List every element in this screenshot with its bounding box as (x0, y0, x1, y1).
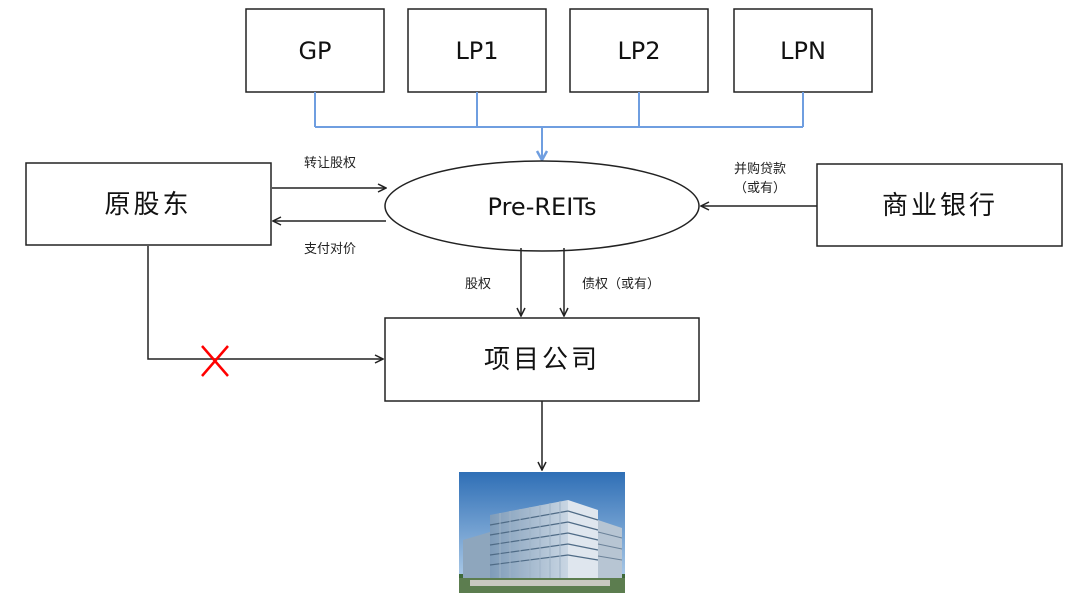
partner-box-lpn: LPN (733, 8, 873, 93)
cross-mark-icon (201, 345, 229, 377)
project-company-box: 项目公司 (384, 317, 700, 402)
pay-consideration-label: 支付对价 (304, 242, 356, 257)
partner-label-lp1: LP1 (455, 37, 498, 65)
partner-box-lp1: LP1 (407, 8, 547, 93)
fund-connector (314, 92, 804, 163)
original-shareholders-label: 原股东 (104, 190, 191, 220)
partner-label-lpn: LPN (780, 37, 826, 65)
severed-shareholder-link-arrow (147, 246, 383, 359)
project-company-label: 项目公司 (484, 345, 600, 375)
pre-reits-node: Pre-REITs (384, 160, 700, 252)
pre-reits-label: Pre-REITs (488, 193, 597, 221)
partner-box-gp: GP (245, 8, 385, 93)
debt-label: 债权（或有） (582, 276, 660, 292)
partner-box-lp2: LP2 (569, 8, 709, 93)
commercial-bank-label: 商业银行 (882, 191, 998, 221)
partner-label-lp2: LP2 (617, 37, 660, 65)
original-shareholders-box: 原股东 (25, 162, 272, 246)
office-building-icon (459, 472, 625, 593)
transfer-equity-label: 转让股权 (304, 155, 356, 171)
ma-loan-label-line1: 并购贷款 (734, 161, 786, 177)
commercial-bank-box: 商业银行 (816, 163, 1063, 247)
partner-label-gp: GP (298, 37, 331, 65)
equity-label: 股权 (465, 276, 491, 292)
ma-loan-label-line2: （或有） (734, 181, 786, 196)
